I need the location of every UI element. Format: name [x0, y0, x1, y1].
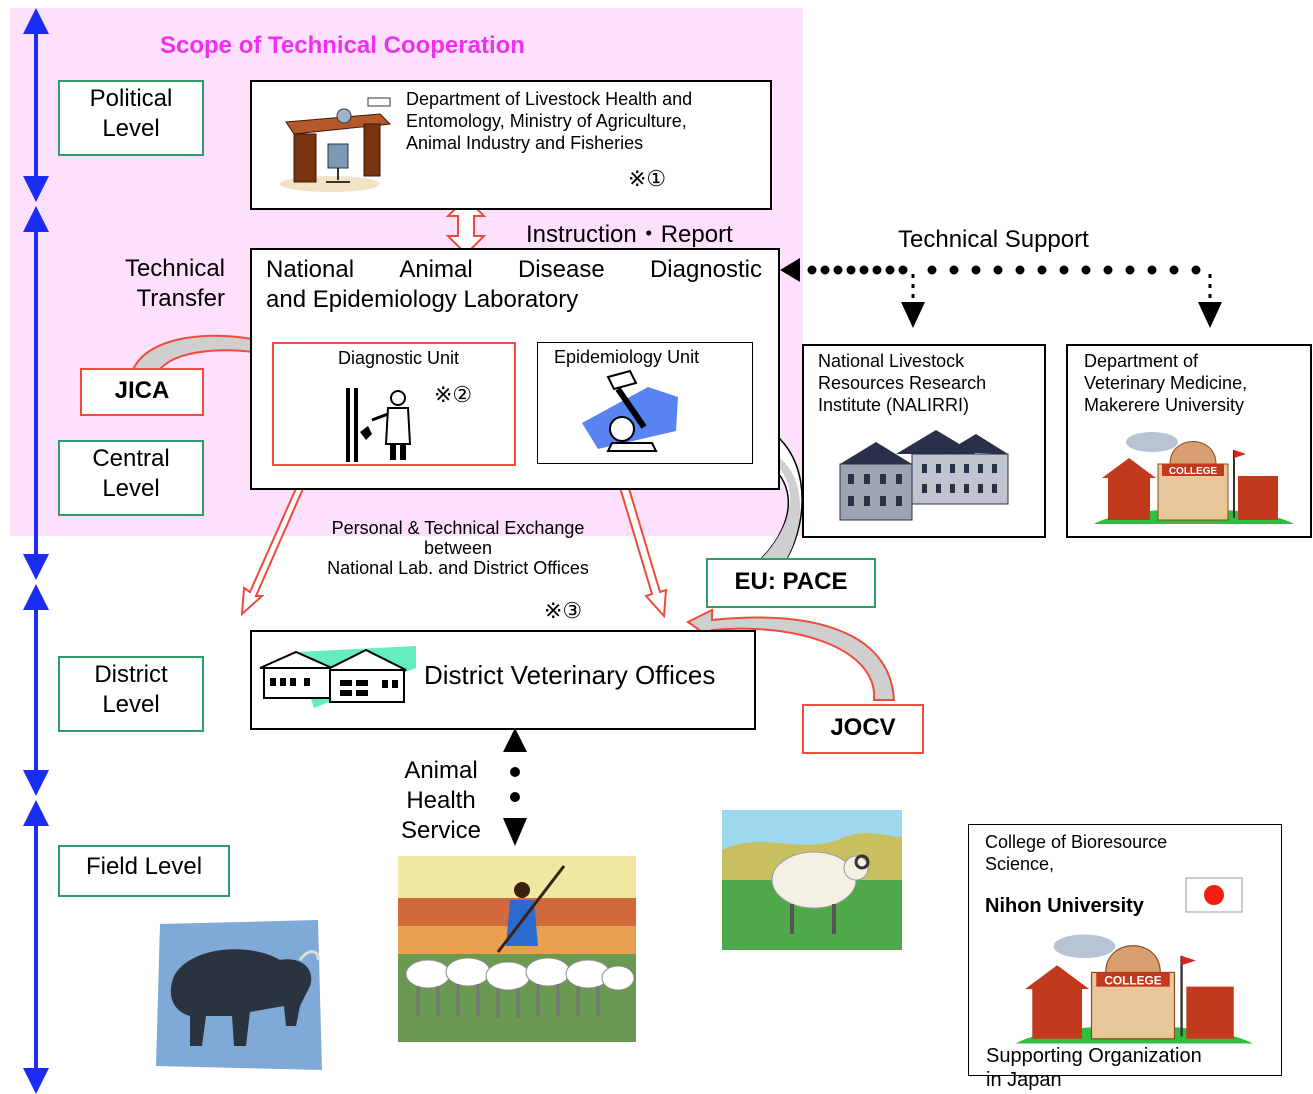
support-dot	[971, 265, 981, 275]
support-dot	[1147, 265, 1157, 275]
exchange-note: ※③	[544, 598, 583, 623]
college-icon-japan: COLLEGE	[1015, 934, 1253, 1044]
jica-box: JICA	[80, 368, 204, 416]
support-dot	[885, 265, 895, 275]
jocv-box: JOCV	[802, 704, 924, 754]
support-dot	[820, 265, 830, 275]
jocv-arrow	[686, 608, 896, 701]
district-office-building-icon	[259, 646, 416, 708]
support-dot	[872, 265, 882, 275]
eu-pace-box: EU: PACE	[706, 558, 876, 608]
level-axis	[23, 8, 49, 1094]
scope-title: Scope of Technical Cooperation	[160, 32, 525, 59]
college-icon: COLLEGE	[1094, 432, 1294, 524]
microscope-icon	[582, 369, 678, 452]
support-dot	[1103, 265, 1113, 275]
epidemiology-unit-box: Epidemiology Unit	[537, 342, 753, 464]
support-dot	[1125, 265, 1135, 275]
college-banner-japan: COLLEGE	[1104, 973, 1161, 987]
veterinarian-icon	[346, 388, 412, 462]
support-dot	[927, 265, 937, 275]
support-dot	[1169, 265, 1179, 275]
technical-support-label: Technical Support	[898, 226, 1089, 253]
diagnostic-unit-note: ※②	[434, 382, 473, 407]
instruction-report-label: Instruction・Report	[526, 221, 733, 248]
nihon-university-name: Nihon University	[985, 895, 1144, 917]
field-level-label: Field Level	[58, 845, 230, 897]
animal-health-service-arrow	[503, 728, 527, 846]
support-dot	[949, 265, 959, 275]
support-dot	[1037, 265, 1047, 275]
national-lab-title-line2: and Epidemiology Laboratory	[266, 286, 579, 313]
support-dot	[1059, 265, 1069, 275]
ministry-note: ※①	[628, 166, 667, 191]
support-dot	[859, 265, 869, 275]
support-dot	[1081, 265, 1091, 275]
diagnostic-unit-label: Diagnostic Unit	[338, 348, 460, 368]
bull-image	[156, 920, 322, 1070]
japan-flag-icon	[1185, 877, 1243, 913]
support-dot	[846, 265, 856, 275]
diagnostic-unit-box: Diagnostic Unit ※②	[272, 342, 516, 466]
support-dot	[833, 265, 843, 275]
research-building-icon	[839, 430, 1009, 521]
office-desk-icon	[280, 97, 392, 192]
support-dot	[807, 265, 817, 275]
technical-support-dots	[780, 258, 1222, 328]
district-offices-label: District Veterinary Offices	[424, 660, 716, 690]
college-banner: COLLEGE	[1169, 466, 1218, 477]
support-dot	[1191, 265, 1201, 275]
support-dot	[993, 265, 1003, 275]
herder-with-goats-image	[398, 856, 636, 1042]
sheep-image	[722, 810, 902, 950]
support-dot	[1015, 265, 1025, 275]
epidemiology-unit-label: Epidemiology Unit	[554, 347, 700, 367]
support-dot	[898, 265, 908, 275]
district-offices-box: District Veterinary Offices	[250, 630, 756, 730]
